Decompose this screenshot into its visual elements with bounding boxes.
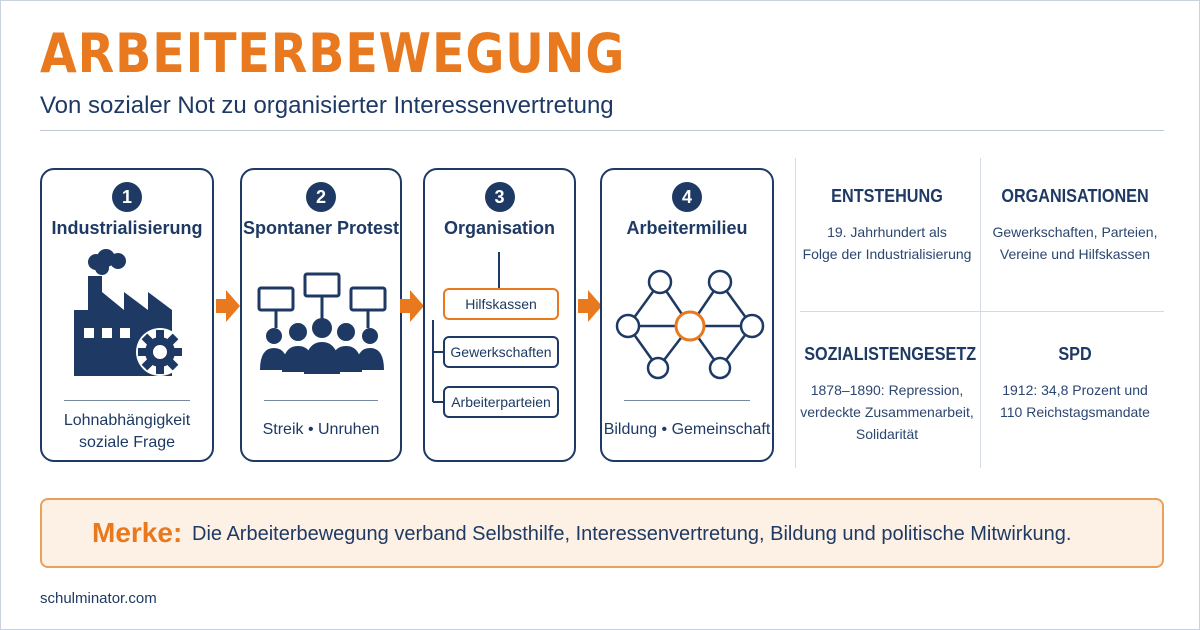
merke-text: Die Arbeiterbewegung verband Selbsthilfe… [192,523,1072,545]
step-number: 1 [112,182,142,212]
card-divider [264,400,378,401]
card-divider [624,400,750,401]
org-item-gewerkschaften: Gewerkschaften [443,336,559,368]
info-text: 1912: 34,8 Prozent und 110 Reichstagsman… [983,379,1167,423]
step-title: Spontaner Protest [242,218,400,238]
step-footer: Streik • Unruhen [262,421,380,438]
network-icon [615,269,765,380]
info-heading: ENTSTEHUNG [831,186,943,206]
step-title: Industrialisierung [51,218,203,238]
merke-label: Merke: [92,517,183,548]
page-title: ARBEITERBEWEGUNG [40,22,626,85]
org-tree-connector [432,252,500,403]
info-spd: SPD 1912: 34,8 Prozent und 110 Reichstag… [983,344,1167,423]
card-divider [64,400,190,401]
step-footer: Lohnabhängigkeit soziale Frage [42,410,212,454]
info-line: 1878–1890: Repression, [810,382,964,398]
step-card-protest: 2 Spontaner Protest Streik • Unruhen [240,168,402,462]
org-item-hilfskassen: Hilfskassen [443,288,559,320]
info-text: 19. Jahrhundert als Folge der Industrial… [795,221,979,265]
info-line: Vereine und Hilfskassen [999,246,1151,262]
page-subtitle: Von sozialer Not zu organisierter Intere… [40,92,614,119]
step-card-organisation: 3 Organisation Hilfskassen Gewerkschafte… [423,168,576,462]
info-line: 19. Jahrhundert als [827,224,947,240]
info-line: Gewerkschaften, Parteien, [992,224,1158,240]
arrow-right-icon [578,290,602,322]
step-card-industrialisierung: 1 Industrialisierung Lohnabhängigkeit so… [40,168,214,462]
info-line: Solidarität [855,426,919,442]
info-text: Gewerkschaften, Parteien, Vereine und Hi… [983,221,1167,265]
footer-source: schulminator.com [40,590,157,607]
info-entstehung: ENTSTEHUNG 19. Jahrhundert als Folge der… [795,186,979,265]
info-divider [795,158,796,468]
step-number: 3 [484,182,515,212]
info-line: 1912: 34,8 Prozent und [1002,382,1148,398]
arrow-right-icon [400,290,424,322]
step-footer-line: Lohnabhängigkeit [63,412,191,429]
arrow-right-icon [216,290,240,322]
info-heading: SPD [1058,344,1092,364]
info-organisationen: ORGANISATIONEN Gewerkschaften, Parteien,… [983,186,1167,265]
step-footer-line: soziale Frage [78,434,176,451]
org-item-arbeiterparteien: Arbeiterparteien [443,386,559,418]
info-heading: ORGANISATIONEN [1001,186,1149,206]
protest-crowd-icon [257,272,387,374]
step-title: Organisation [443,218,555,238]
step-title: Arbeitermilieu [626,218,748,238]
info-heading: SOZIALISTENGESETZ [804,344,977,364]
info-line: verdeckte Zusammenarbeit, [800,404,974,420]
info-line: Folge der Industrialisierung [802,246,972,262]
info-divider [800,311,1164,312]
header-divider [40,130,1164,131]
info-divider [980,158,981,468]
step-number: 4 [672,182,702,212]
factory-gear-icon [74,249,184,376]
info-sozialistengesetz: SOZIALISTENGESETZ 1878–1890: Repression,… [795,344,979,445]
info-line: 110 Reichstagsmandate [1000,404,1150,420]
step-card-arbeitermilieu: 4 Arbeitermilieu Bildung • Gemeinschaft [600,168,774,462]
info-text: 1878–1890: Repression, verdeckte Zusamme… [795,379,979,445]
step-number: 2 [306,182,336,212]
merke-box: Merke: Die Arbeiterbewegung verband Selb… [40,498,1164,568]
step-footer: Bildung • Gemeinschaft [603,421,771,438]
